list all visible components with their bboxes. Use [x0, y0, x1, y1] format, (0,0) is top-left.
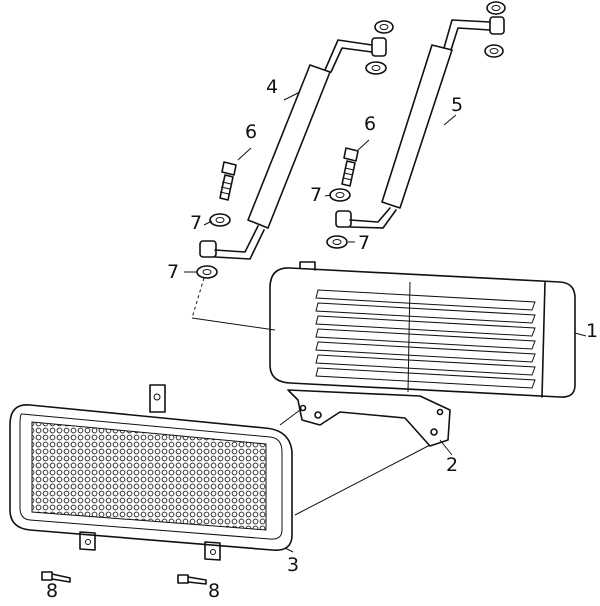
callout-5: 5 — [451, 94, 464, 116]
callout-7c: 7 — [310, 184, 323, 206]
callout-1: 1 — [586, 320, 599, 342]
callout-7a: 7 — [190, 212, 203, 234]
cooler-bracket — [287, 389, 451, 447]
callout-6b: 6 — [364, 113, 377, 135]
callout-8a: 8 — [46, 580, 59, 602]
oil-hose-right — [335, 16, 505, 229]
radiator-guard — [9, 384, 293, 561]
callout-6a: 6 — [245, 121, 258, 143]
callout-2: 2 — [446, 454, 459, 476]
washers — [196, 1, 506, 279]
oil-cooler — [269, 261, 576, 398]
callout-8b: 8 — [208, 580, 221, 602]
callout-7b: 7 — [167, 261, 180, 283]
callout-4: 4 — [266, 76, 279, 98]
oil-hose-left — [199, 37, 387, 260]
bolts — [41, 571, 207, 585]
callout-3: 3 — [287, 554, 300, 576]
banjo-bolts — [219, 147, 359, 201]
leader-lines — [184, 91, 587, 553]
callout-7d: 7 — [358, 232, 371, 254]
